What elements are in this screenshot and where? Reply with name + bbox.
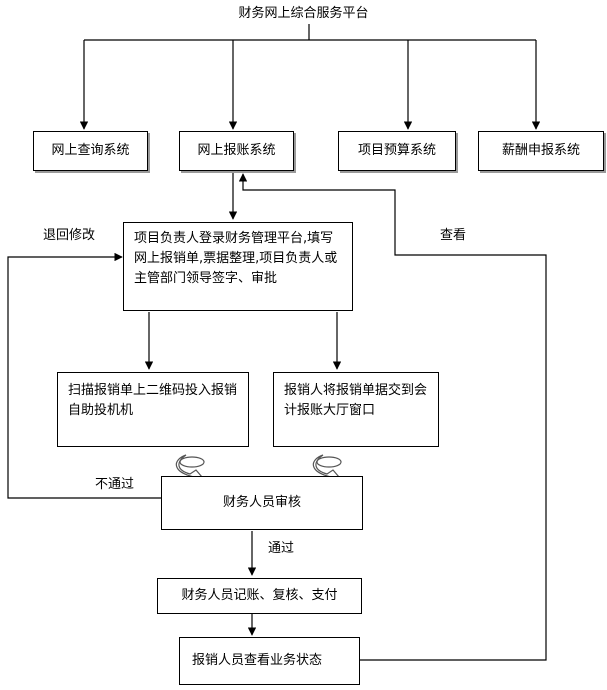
reimburse-system-box: 网上报账系统 (179, 131, 294, 171)
return-modify-loop (7, 252, 161, 499)
fail-label: 不通过 (95, 477, 135, 492)
submit-step-box: 报销人将报销单据交到会计报账大厅窗口 (273, 372, 439, 447)
check-status-step-box: 报销人员查看业务状态 (179, 637, 360, 685)
platform-title: 财务网上综合服务平台 (238, 6, 369, 21)
pass-label: 通过 (268, 541, 295, 556)
return-modify-label: 退回修改 (43, 228, 96, 243)
salary-system-box: 薪酬申报系统 (478, 131, 604, 171)
scan-step-box: 扫描报销单上二维码投入报销自助投机机 (57, 372, 249, 447)
query-system-box: 网上查询系统 (33, 131, 148, 171)
login-step-box: 项目负责人登录财务管理平台,填写网上报销单,票据整理,项目负责人或主管部门领导签… (123, 222, 353, 311)
review-step-box: 财务人员审核 (161, 476, 363, 530)
bookkeeping-step-box: 财务人员记账、复核、支付 (157, 578, 362, 614)
view-label: 查看 (440, 228, 467, 243)
view-loop (238, 173, 547, 661)
budget-system-box: 项目预算系统 (338, 131, 456, 171)
